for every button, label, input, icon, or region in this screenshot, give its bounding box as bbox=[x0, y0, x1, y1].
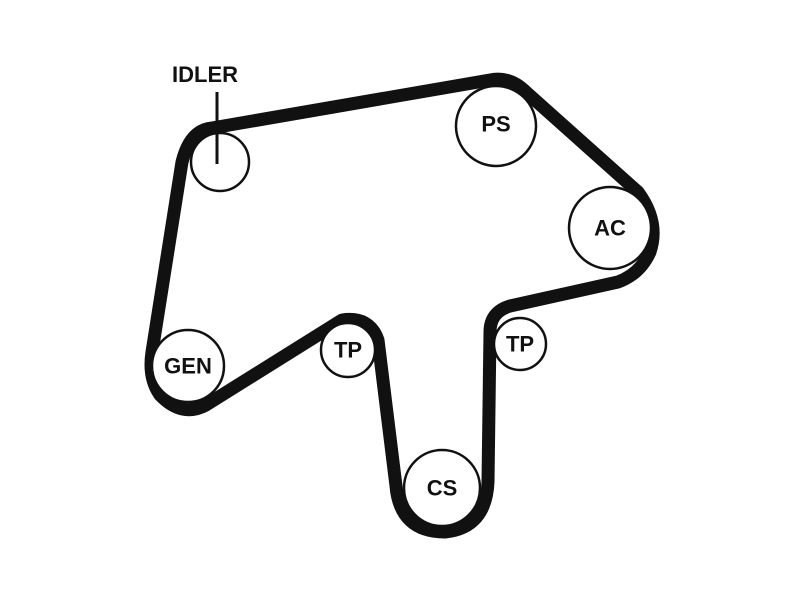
tp-left-pulley: TP bbox=[319, 321, 377, 379]
idler-callout-label: IDLER bbox=[172, 62, 238, 87]
ac-pulley: AC bbox=[567, 185, 653, 271]
serpentine-belt bbox=[144, 72, 660, 539]
tp-left-pulley-label: TP bbox=[334, 338, 362, 363]
gen-pulley-label: GEN bbox=[164, 354, 212, 379]
cs-pulley: CS bbox=[402, 448, 482, 528]
ps-pulley: PS bbox=[454, 84, 538, 168]
idler-callout: IDLER bbox=[172, 62, 238, 164]
tp-right-pulley: TP bbox=[492, 316, 548, 372]
idler-pulley bbox=[189, 131, 251, 193]
gen-pulley: GEN bbox=[150, 328, 226, 404]
cs-pulley-label: CS bbox=[427, 476, 458, 501]
ps-pulley-label: PS bbox=[481, 112, 510, 137]
ac-pulley-label: AC bbox=[594, 216, 626, 241]
tp-right-pulley-label: TP bbox=[506, 332, 534, 357]
